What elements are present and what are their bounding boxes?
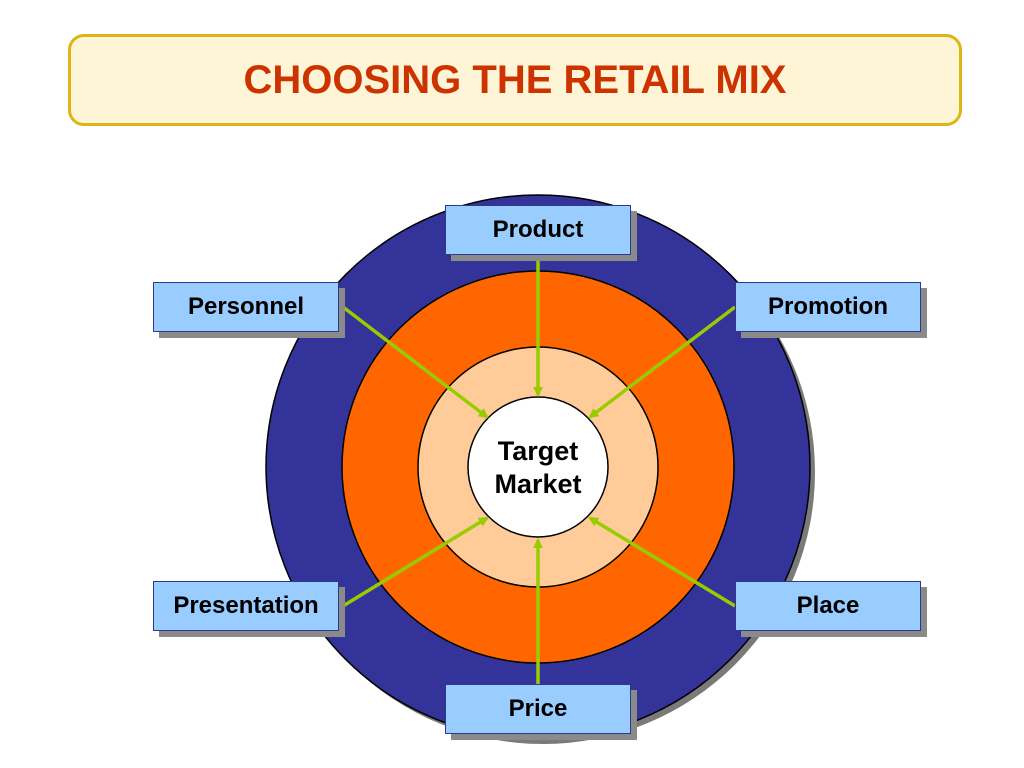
product-box: Product <box>445 205 631 255</box>
price-box: Price <box>445 684 631 734</box>
title-banner: CHOOSING THE RETAIL MIX <box>68 34 962 126</box>
arrow-presentation <box>342 516 489 608</box>
personnel-box: Personnel <box>153 282 339 332</box>
presentation-box: Presentation <box>153 581 339 631</box>
page-title: CHOOSING THE RETAIL MIX <box>243 57 787 102</box>
place-box: Place <box>735 581 921 631</box>
promotion-box: Promotion <box>735 282 921 332</box>
arrow-place <box>588 516 736 608</box>
target-market-label: Target Market <box>468 435 608 501</box>
arrow-personnel <box>341 305 489 419</box>
target-market-line2: Market <box>494 469 582 499</box>
arrow-promotion <box>588 305 737 419</box>
target-market-line1: Target <box>497 436 579 466</box>
target-market-circle <box>467 396 609 538</box>
